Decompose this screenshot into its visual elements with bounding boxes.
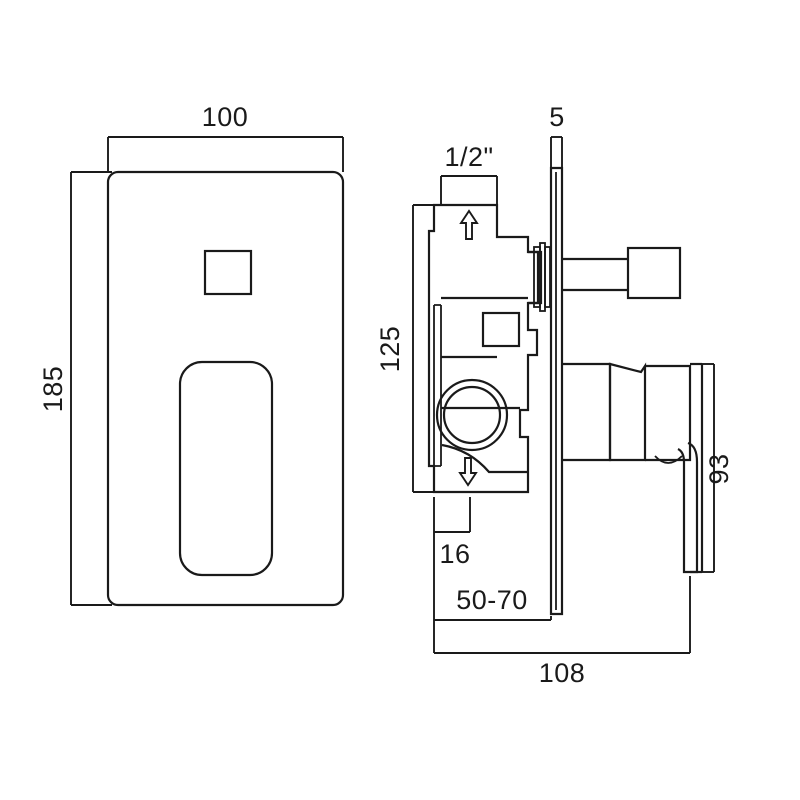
dimension-inlet-thread: 1/2" — [440, 142, 498, 205]
dimension-plate-height: 185 — [38, 171, 112, 606]
body-side-port — [481, 311, 521, 348]
lever-handle — [562, 362, 704, 574]
body-left-rib — [433, 305, 442, 466]
dimension-body-offset: 16 — [433, 497, 471, 569]
front-view — [106, 170, 345, 607]
spindle-knob — [626, 246, 682, 300]
handle-lever-tail — [677, 441, 699, 574]
diverter-button-square — [203, 249, 253, 296]
handle-underside-detail — [654, 455, 683, 464]
dimension-value-total-depth: 108 — [539, 658, 586, 688]
handle-angled-face — [608, 362, 647, 462]
dimension-value-inlet-thread: 1/2" — [444, 142, 493, 172]
up-arrow-inlet — [459, 209, 479, 240]
dimension-plate-width: 100 — [107, 102, 344, 172]
wall-plate — [549, 166, 564, 616]
faceplate-outline — [106, 170, 345, 607]
outlet-circle-outer — [435, 378, 509, 452]
outlet-circle-inner — [442, 385, 502, 445]
dimension-body-height: 125 — [375, 204, 434, 493]
body-bottom-chamfer — [441, 443, 528, 474]
down-arrow-outlet — [458, 457, 478, 487]
dimension-value-wall-depth: 50-70 — [456, 585, 528, 615]
dimension-total-depth: 108 — [433, 576, 691, 688]
handle-body — [645, 364, 692, 462]
dimension-value-body-height: 125 — [375, 326, 405, 373]
dimension-plate-thickness: 5 — [549, 102, 565, 168]
dimension-value-handle-height: 93 — [704, 453, 734, 484]
dimension-wall-depth: 50-70 — [433, 532, 552, 621]
spindle-shaft — [562, 257, 628, 292]
dimension-value-plate-height: 185 — [38, 366, 68, 413]
side-view — [427, 166, 704, 616]
body-left-rib-caps — [434, 304, 441, 467]
dimension-handle-height: 93 — [702, 363, 734, 573]
dimension-value-body-offset: 16 — [439, 539, 470, 569]
dimension-value-plate-thickness: 5 — [549, 102, 565, 132]
handle-base-block — [562, 362, 612, 462]
lever-aperture — [178, 360, 274, 577]
dimension-value-plate-width: 100 — [202, 102, 249, 132]
